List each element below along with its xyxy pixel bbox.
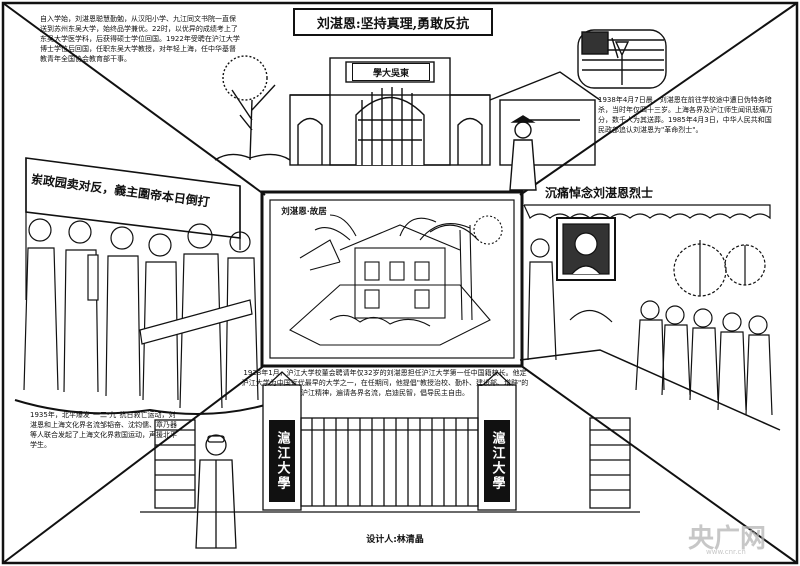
center-title: 刘湛恩·故居	[272, 203, 336, 219]
left-text: 1935年，北平爆发"一二·九"抗日救亡运动，刘湛恩和上海文化界名流邹韬奋、沈钧…	[30, 411, 177, 449]
watermark-url: www.cnr.cn	[706, 548, 746, 556]
gate-left-text: 滬江大學	[274, 431, 290, 491]
gate-right-text: 滬江大學	[489, 431, 505, 491]
top-gate-illustration	[214, 29, 667, 191]
right-text: 1938年4月7日晨，刘湛恩在前往学校途中遭日伪特务暗杀，当时年仅四十三岁。上海…	[598, 96, 773, 134]
center-title-text: 刘湛恩·故居	[281, 207, 327, 217]
top-text: 自入学始，刘湛恩聪慧勤勉，从汉阳小学、九江同文书院一直保送到苏州东吴大学，始终品…	[40, 15, 240, 63]
gate-right-plaque: 滬江大學	[484, 420, 510, 502]
watermark-logo: 央广网	[688, 518, 766, 555]
memorial-illustration	[519, 204, 781, 431]
watermark-text: 央广网	[688, 524, 767, 554]
watermark-url-text: www.cnr.cn	[706, 548, 746, 556]
center-frame	[260, 190, 524, 368]
top-title-text: 刘湛恩:坚持真理,勇敢反抗	[316, 16, 470, 32]
former-residence-illustration	[289, 214, 503, 346]
diagonal-tr	[519, 2, 798, 196]
top-title: 刘湛恩:坚持真理,勇敢反抗	[293, 8, 493, 36]
top-gate-sign: 學大吳東	[352, 63, 430, 81]
bottom-text: 1928年1月，沪江大学校董会聘请年仅32岁的刘湛恩担任沪江大学第一任中国籍校长…	[241, 369, 529, 397]
designer-credit: 设计人:林清晶	[345, 532, 445, 548]
gate-left-plaque: 滬江大學	[269, 420, 295, 502]
diagonal-br	[519, 364, 798, 564]
right-title: 沉痛悼念刘湛恩烈士	[528, 182, 670, 202]
right-title-text: 沉痛悼念刘湛恩烈士	[544, 185, 653, 200]
protest-illustration	[14, 157, 266, 415]
diagonal-tl	[2, 2, 266, 196]
top-gate-sign-text: 學大吳東	[372, 68, 409, 79]
designer-credit-text: 设计人:林清晶	[366, 535, 424, 545]
